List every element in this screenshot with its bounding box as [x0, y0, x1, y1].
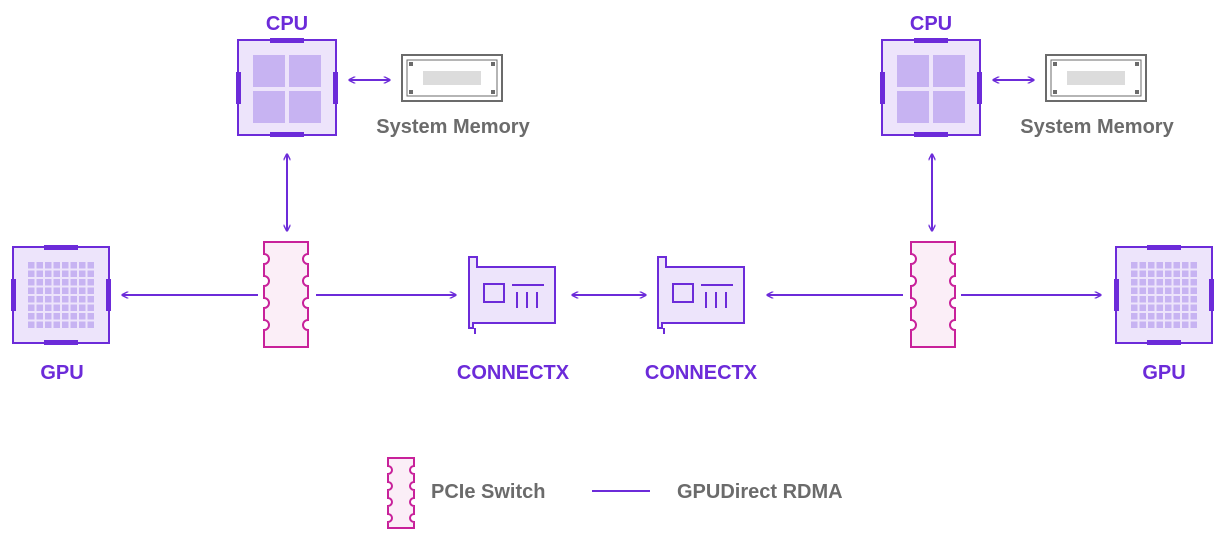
gpu-left-icon: [11, 245, 111, 345]
connectx-left-label: CONNECTX: [457, 362, 570, 384]
cpu-right-label: CPU: [910, 13, 952, 35]
pcie-switch-left-icon: [263, 241, 309, 348]
sysmem-left-label: System Memory: [376, 116, 530, 138]
legend: PCIe Switch GPUDirect RDMA: [387, 457, 843, 529]
memory-right-icon: [1045, 54, 1147, 102]
cpu-left-label: CPU: [266, 13, 308, 35]
gpu-right-icon: [1114, 245, 1214, 345]
gpu-right-label: GPU: [1142, 362, 1185, 384]
pcie-switch-right-icon: [910, 241, 956, 348]
memory-left-icon: [401, 54, 503, 102]
gpu-left-label: GPU: [40, 362, 83, 384]
legend-pcie-switch-label: PCIe Switch: [431, 481, 545, 503]
legend-gpudirect-label: GPUDirect RDMA: [677, 481, 843, 503]
legend-pcie-switch-icon: [387, 457, 415, 529]
sysmem-right-label: System Memory: [1020, 116, 1174, 138]
cpu-right-icon: [880, 38, 982, 137]
connectx-right-label: CONNECTX: [645, 362, 758, 384]
connectx-right-icon: [657, 256, 745, 334]
cpu-left-icon: [236, 38, 338, 137]
connectx-left-icon: [468, 256, 556, 334]
